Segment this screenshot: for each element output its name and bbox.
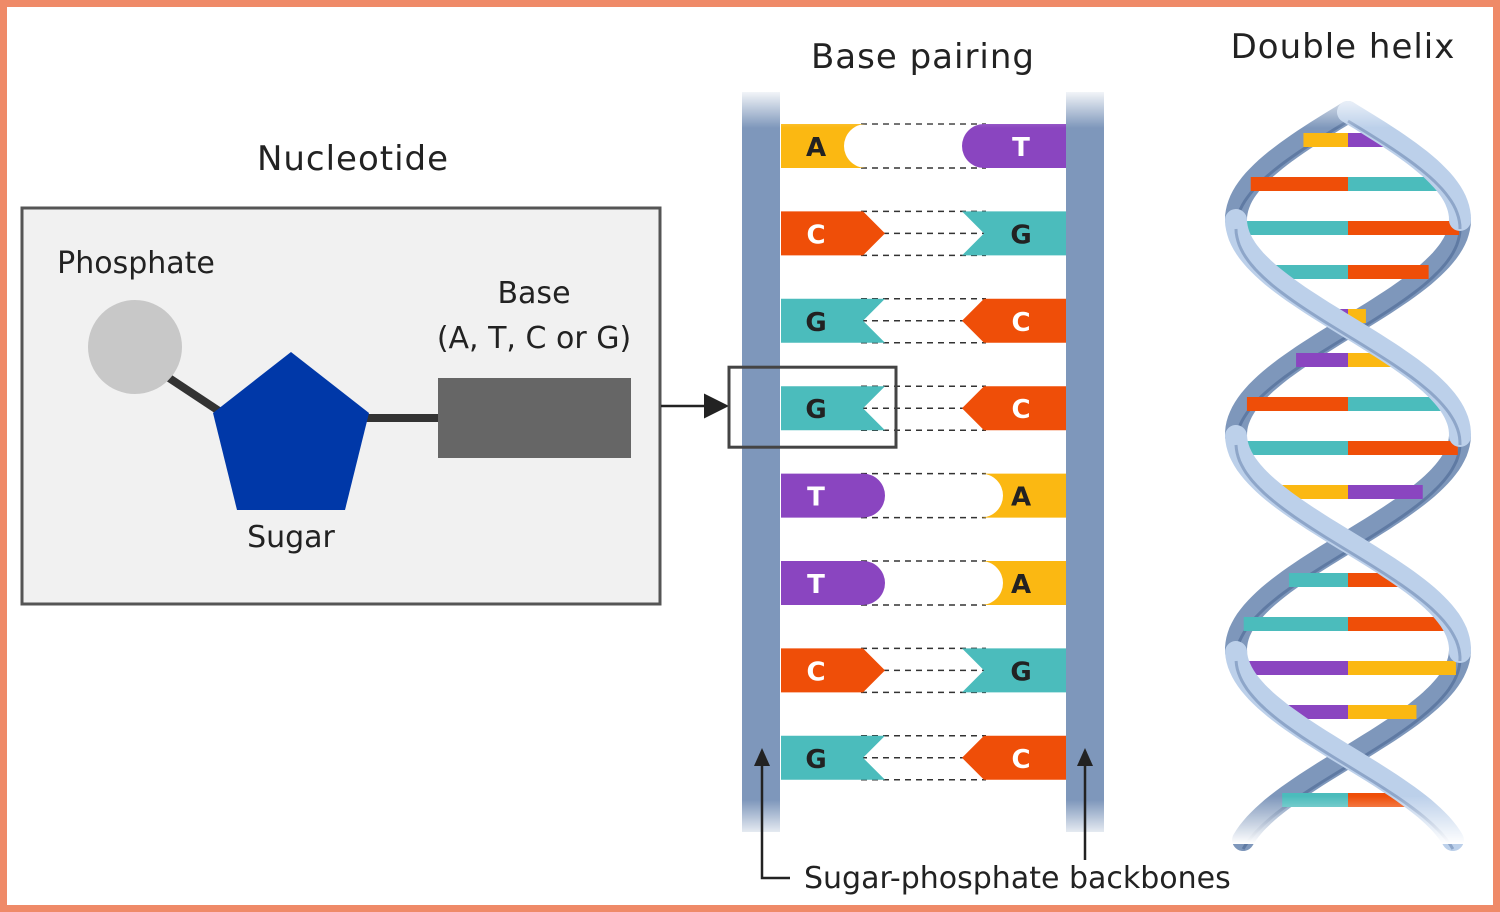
base-c-right (962, 386, 1066, 431)
ladder-top-fade (738, 88, 1108, 128)
base-letter-right: C (1011, 308, 1030, 338)
base-letter-right: A (1011, 483, 1031, 513)
helix-rung-half (1303, 133, 1348, 147)
helix-rung-half (1348, 177, 1446, 191)
helix-top-fade (1215, 88, 1485, 128)
helix-rung-half (1288, 573, 1348, 587)
base-c-right (962, 298, 1066, 343)
left-backbone-arrowhead (754, 748, 770, 766)
phosphate-label: Phosphate (57, 246, 215, 281)
base-a-right (981, 561, 1066, 605)
base-c-left (781, 648, 885, 693)
left-backbone (742, 92, 780, 832)
ladder-bottom-fade (738, 800, 1108, 840)
helix-strand-segment (1337, 101, 1471, 231)
helix-rung-half (1348, 441, 1458, 455)
backbone-annotation: Sugar-phosphate backbones (754, 748, 1231, 896)
phosphate-bond (157, 368, 228, 419)
nucleotide-title: Nucleotide (257, 139, 449, 179)
base-letter-left: C (806, 220, 825, 250)
base-letter-left: T (807, 570, 825, 600)
helix-rung-half (1238, 441, 1348, 455)
base-letter-right: G (1010, 220, 1031, 250)
base-g-left (781, 386, 885, 431)
helix-rung-half (1348, 705, 1417, 719)
helix-rung-half (1296, 353, 1348, 367)
base-t-left (781, 473, 885, 518)
helix-rung-half (1348, 265, 1429, 279)
helix-strand-segment (1225, 209, 1471, 447)
backbone-label: Sugar-phosphate backbones (804, 861, 1231, 896)
helix-rung-half (1348, 485, 1423, 499)
base-pairing-title: Base pairing (811, 37, 1035, 77)
base-a-left (781, 124, 866, 168)
right-backbone-arrowhead (1077, 748, 1093, 766)
sugar-pentagon (213, 352, 369, 510)
base-a-right (981, 473, 1066, 518)
base-t-right (962, 124, 1066, 168)
base-types-label: (A, T, C or G) (437, 321, 631, 356)
left-backbone-pointer (760, 752, 790, 880)
base-letter-left: T (807, 483, 825, 513)
base-letter-left: A (806, 133, 826, 163)
helix-rung-half (1240, 661, 1348, 675)
helix-rung-half (1348, 661, 1456, 675)
helix-rung-half (1250, 177, 1348, 191)
helix-bottom-fade (1215, 796, 1485, 844)
base-letter-left: G (805, 395, 826, 425)
base-block (438, 378, 631, 458)
base-c-right (962, 735, 1066, 780)
base-label: Base (497, 276, 570, 311)
helix-strand-segment (1225, 101, 1359, 231)
base-letter-right: G (1010, 657, 1031, 687)
base-letter-right: A (1011, 570, 1031, 600)
helix-strand-edge (1347, 119, 1462, 230)
double-helix (1215, 88, 1485, 851)
helix-rung-half (1348, 221, 1460, 235)
double-helix-title: Double helix (1231, 27, 1456, 67)
base-c-left (781, 211, 885, 256)
highlighted-nucleotide-box (727, 365, 898, 449)
helix-rung-half (1246, 397, 1348, 411)
sugar-label: Sugar (247, 520, 335, 555)
phosphate-circle (88, 300, 182, 394)
base-letter-right: C (1011, 745, 1030, 775)
helix-strand-edge (1234, 228, 1462, 446)
right-backbone (1066, 92, 1104, 832)
helix-strand-edge (1234, 444, 1462, 662)
base-g-right (962, 648, 1066, 693)
helix-rung-half (1243, 617, 1348, 631)
base-letter-left: C (806, 657, 825, 687)
base-letter-right: C (1011, 395, 1030, 425)
helix-rung-half (1348, 397, 1450, 411)
base-g-right (962, 211, 1066, 256)
base-g-left (781, 735, 885, 780)
helix-rung-half (1348, 617, 1453, 631)
base-t-left (781, 561, 885, 605)
base-g-left (781, 298, 885, 343)
base-letter-right: T (1012, 133, 1030, 163)
base-letter-left: G (805, 308, 826, 338)
nucleotide-panel: Phosphate Sugar Base (A, T, C or G) (20, 206, 662, 606)
helix-rung-half (1236, 221, 1348, 235)
helix-strand-segment (1225, 425, 1472, 663)
base-letter-left: G (805, 745, 826, 775)
